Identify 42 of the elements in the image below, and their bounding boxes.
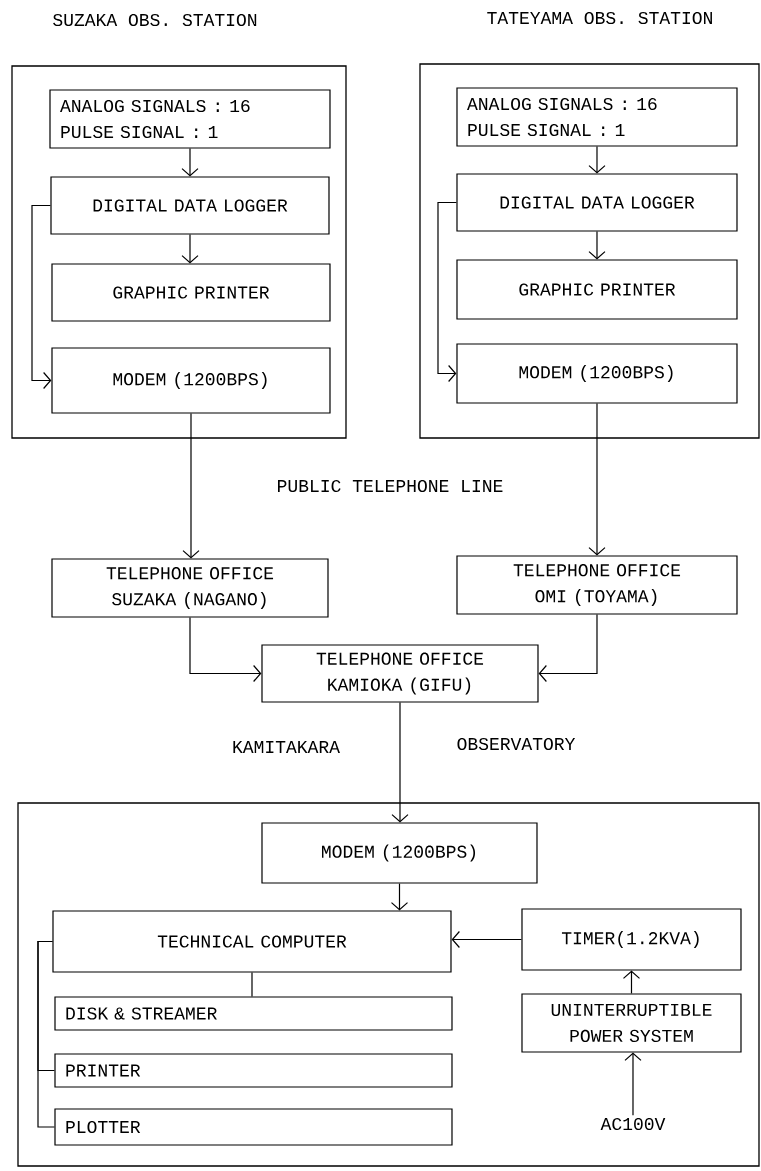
- heading: KAMITAKARA: [233, 741, 340, 753]
- arrow: [181, 234, 199, 264]
- device-box: ANALOG SIGNALS : 16 PULSE SIGNAL : 1: [456, 87, 738, 147]
- device-box: DIGITAL DATA LOGGER: [50, 176, 330, 235]
- device-box: MODEM (1200BPS): [261, 822, 538, 884]
- arrow: [390, 883, 409, 911]
- device-box: DIGITAL DATA LOGGER: [456, 173, 738, 232]
- device-box: TIMER(1.2KVA): [521, 908, 742, 971]
- heading: OBSERVATORY: [457, 737, 576, 751]
- device-box: GRAPHIC PRINTER: [51, 263, 331, 322]
- device-box: MODEM (1200BPS): [51, 347, 331, 414]
- arrow: [538, 614, 598, 683]
- arrow: [622, 970, 641, 994]
- device-box: TELEPHONE OFFICE OMI (TOYAMA): [456, 555, 738, 615]
- device-box: MODEM (1200BPS): [456, 343, 738, 404]
- arrow: [182, 413, 200, 559]
- power-source-label: AC100V: [600, 1117, 666, 1131]
- device-box: TECHNICAL COMPUTER: [52, 910, 452, 973]
- heading: SUZAKA OBS. STATION: [53, 13, 257, 27]
- station-frame: [419, 63, 760, 439]
- device-box: PLOTTER: [54, 1108, 453, 1146]
- device-box: UNINTERRUPTIBLE POWER SYSTEM: [521, 993, 742, 1053]
- arrow: [437, 201, 457, 383]
- device-box: GRAPHIC PRINTER: [456, 259, 738, 320]
- arrow: [181, 148, 199, 177]
- arrow: [588, 403, 606, 556]
- device-box: PRINTER: [54, 1053, 453, 1088]
- heading: TATEYAMA OBS. STATION: [487, 11, 712, 25]
- device-box: TELEPHONE OFFICE KAMIOKA (GIFU): [261, 644, 539, 703]
- arrow: [391, 702, 409, 823]
- arrow: [31, 204, 52, 390]
- device-box: DISK & STREAMER: [54, 996, 453, 1031]
- arrow: [588, 231, 606, 260]
- device-box: TELEPHONE OFFICE SUZAKA (NAGANO): [51, 558, 329, 618]
- station-frame: [11, 65, 347, 439]
- arrow: [624, 1052, 642, 1116]
- device-box: ANALOG SIGNALS : 16 PULSE SIGNAL : 1: [49, 89, 331, 149]
- line-label: PUBLIC TELEPHONE LINE: [278, 479, 503, 493]
- arrow: [189, 617, 262, 683]
- arrow: [451, 930, 522, 949]
- arrow: [588, 146, 606, 174]
- station-frame: [17, 802, 760, 1167]
